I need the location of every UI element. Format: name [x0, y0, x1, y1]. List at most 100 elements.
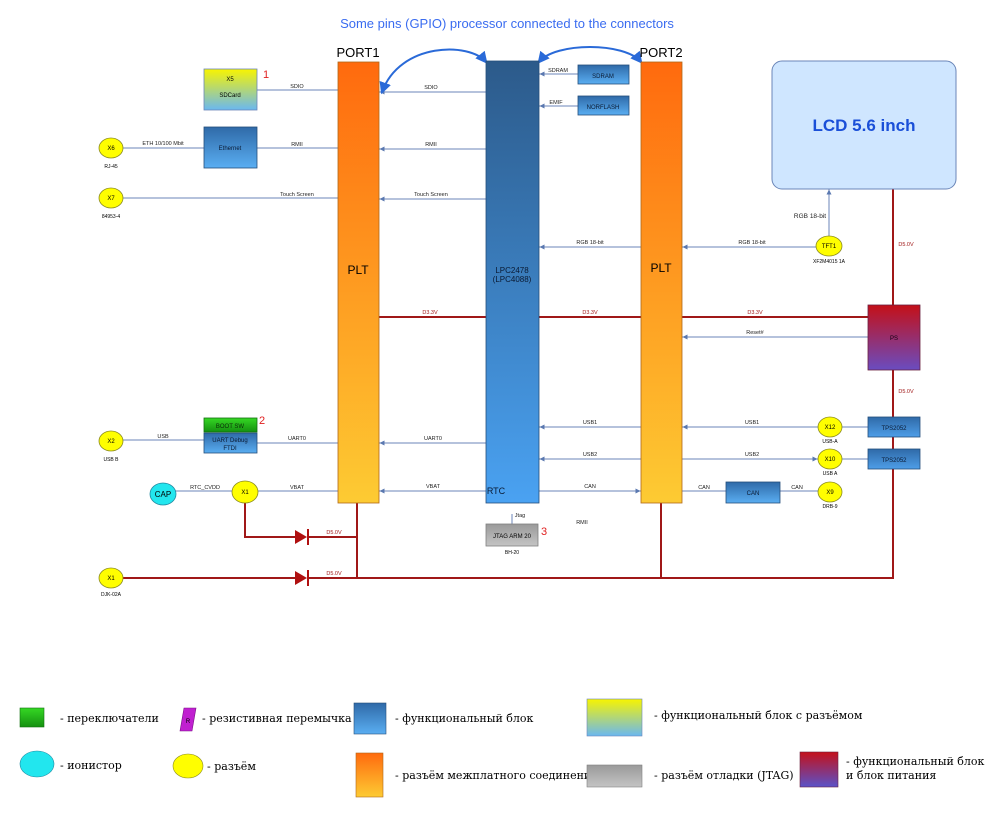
ethernet-block	[203, 126, 258, 169]
marker-2: 2	[259, 415, 265, 427]
sdram-block	[577, 64, 630, 85]
diode-2	[295, 570, 309, 586]
legend-text-resistor: - резистивная перемычка	[202, 712, 352, 725]
legend-text-board-connector: - разъём межплатного соединения	[395, 769, 598, 782]
gpio-arc-left	[379, 48, 488, 95]
label-vbat-mid: VBAT	[426, 484, 441, 490]
port2-connector	[640, 61, 683, 504]
sdcard-name: SDCard	[219, 93, 240, 99]
ethernet-label: Ethernet	[219, 146, 242, 152]
tps2052-label-1: TPS2052	[881, 426, 907, 432]
label-usb1-right: USB1	[745, 420, 759, 426]
label-rgb-right: RGB 18-bit	[738, 240, 766, 246]
connector-x7: X7 84953-4	[98, 187, 124, 220]
cpu-block	[485, 60, 540, 504]
label-usb2-mid: USB2	[583, 452, 597, 458]
label-uart0-left: UART0	[288, 436, 306, 442]
connector-x2-id: X2	[107, 439, 115, 445]
connector-x9-id: X9	[826, 490, 834, 496]
can-transceiver-label: CAN	[747, 491, 760, 497]
connector-x1-rtc: X1	[231, 480, 259, 504]
diode-1	[295, 529, 309, 545]
connector-x7-id: X7	[107, 196, 115, 202]
cap-label: CAP	[155, 490, 171, 499]
connector-x2: X2 USB B	[98, 430, 124, 463]
port2-label: PORT2	[639, 45, 682, 60]
sdcard-block	[203, 68, 258, 111]
label-emif: EMIF	[549, 100, 563, 106]
jtag-label: JTAG ARM 20	[493, 534, 532, 540]
label-d50-ps: D5.0V	[898, 389, 914, 395]
connector-x1-power-type: DJK-02A	[101, 592, 122, 598]
label-can-mid: CAN	[584, 484, 596, 490]
label-jtag-signal: Jtag	[515, 513, 525, 519]
legend-swatch-jtag	[586, 764, 643, 788]
connector-x10: X10 USB A	[817, 448, 843, 477]
legend-text-block-connector: - функциональный блок с разъёмом	[654, 709, 863, 722]
label-sdio-left: SDIO	[290, 84, 304, 90]
legend-swatch-block-connector	[586, 698, 643, 737]
label-can-right-1: CAN	[698, 485, 710, 491]
uart-debug-chip: FTDI	[223, 446, 237, 452]
connector-x12-type: USB-A	[822, 439, 838, 445]
cpu-rtc-label: RTC	[487, 486, 506, 496]
connector-tft1-id: TFT1	[822, 244, 837, 250]
label-rmii-bottom: RMII	[576, 520, 588, 526]
legend-text-jtag: - разъём отладки (JTAG)	[654, 769, 794, 782]
boot-switch-block	[203, 417, 258, 433]
legend-swatch-resistor	[179, 707, 197, 732]
tps2052-block-1	[867, 416, 921, 438]
connector-tft1-type: XF2M4015 1A	[813, 259, 846, 265]
port1-inner-label: PLT	[347, 263, 369, 277]
connector-x7-type: 84953-4	[102, 214, 121, 220]
norflash-label: NORFLASH	[587, 105, 620, 111]
connector-x1-rtc-id: X1	[241, 490, 249, 496]
marker-3: 3	[541, 526, 547, 538]
port1-label: PORT1	[336, 45, 379, 60]
label-d33-mid: D3.3V	[582, 310, 598, 316]
label-d50-diode-1: D5.0V	[326, 530, 342, 536]
sdram-label: SDRAM	[592, 74, 614, 80]
marker-1: 1	[263, 69, 269, 81]
connector-x10-type: USB A	[823, 471, 838, 477]
power-lines	[123, 189, 894, 579]
connector-tft1: TFT1 XF2M4015 1A	[813, 235, 846, 265]
norflash-block	[577, 95, 630, 116]
label-uart0-mid: UART0	[424, 436, 442, 442]
legend-resistor-glyph: R	[186, 719, 191, 725]
legend: - переключатели R - резистивная перемычк…	[19, 698, 985, 798]
legend-text-connector: - разъём	[207, 760, 256, 773]
lcd-label: LCD 5.6 inch	[813, 116, 916, 135]
connector-x9-type: DRB-9	[822, 504, 837, 510]
connector-x1-power-id: X1	[107, 576, 115, 582]
legend-text-switch: - переключатели	[60, 712, 159, 725]
legend-swatch-switch	[19, 707, 45, 728]
label-rtc-cvdd: RTC_CVDD	[190, 485, 220, 491]
connector-x10-id: X10	[825, 457, 836, 463]
legend-text-power-block-1: - функциональный блок	[846, 755, 985, 768]
tps2052-label-2: TPS2052	[881, 458, 907, 464]
port1-connector	[337, 61, 380, 504]
uart-debug-block	[203, 432, 258, 454]
connector-x12-id: X12	[825, 425, 836, 431]
label-touch-left: Touch Screen	[280, 192, 314, 198]
label-rgb-mid: RGB 18-bit	[576, 240, 604, 246]
label-d33-left: D3.3V	[422, 310, 438, 316]
legend-swatch-supercap	[19, 750, 55, 778]
label-rmii-mid: RMII	[425, 142, 437, 148]
legend-swatch-board-connector	[355, 752, 384, 798]
jtag-sub-label: BH-20	[505, 550, 519, 556]
connector-x6-type: RJ-45	[104, 164, 118, 170]
boot-switch-label: BOOT SW	[216, 424, 245, 430]
label-rmii-left: RMII	[291, 142, 303, 148]
label-sdram-signal: SDRAM	[548, 68, 568, 74]
diagram-title: Some pins (GPIO) processor connected to …	[340, 16, 674, 31]
label-d50-top: D5.0V	[898, 242, 914, 248]
cpu-name: LPC2478	[495, 266, 529, 275]
label-usb1-mid: USB1	[583, 420, 597, 426]
port2-inner-label: PLT	[650, 261, 672, 275]
legend-swatch-function-block	[353, 702, 387, 735]
power-supply-block	[867, 304, 921, 371]
uart-debug-label: UART Debug	[212, 438, 247, 444]
